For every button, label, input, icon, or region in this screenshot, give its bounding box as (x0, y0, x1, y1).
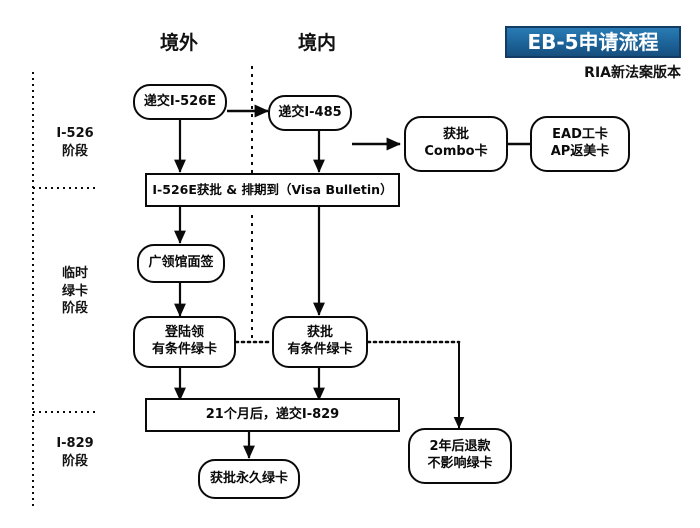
column-header-overseas: 境外 (160, 32, 199, 54)
title-banner: EB-5申请流程 (505, 26, 681, 58)
node-file-i485[interactable]: 递交I-485 (268, 95, 352, 131)
node-refund-after-2-years[interactable]: 2年后退款 不影响绿卡 (408, 428, 512, 484)
stage-label-i829: I-829 阶段 (56, 436, 94, 469)
node-permanent-green-card[interactable]: 获批永久绿卡 (198, 459, 300, 499)
node-combo-card[interactable]: 获批 Combo卡 (404, 116, 508, 172)
node-file-i526e[interactable]: 递交I-526E (133, 84, 227, 120)
node-land-conditional-green-card[interactable]: 登陆领 有条件绿卡 (133, 316, 236, 368)
banner-subtitle: RIA新法案版本 (584, 65, 681, 81)
node-file-i829[interactable]: 21个月后，递交I-829 (145, 398, 400, 432)
node-ead-ap-card[interactable]: EAD工卡 AP返美卡 (530, 116, 630, 172)
node-consulate-interview[interactable]: 广领馆面签 (137, 244, 225, 283)
node-approved-conditional-green-card[interactable]: 获批 有条件绿卡 (272, 316, 368, 368)
banner-title: EB-5申请流程 (527, 30, 659, 54)
stage-label-temp-green-card: 临时 绿卡 阶段 (61, 266, 88, 317)
node-i526e-approved-visa-bulletin[interactable]: I-526E获批 & 排期到（Visa Bulletin） (145, 173, 400, 207)
column-header-domestic: 境内 (298, 32, 337, 54)
stage-label-i526: I-526 阶段 (56, 126, 94, 159)
